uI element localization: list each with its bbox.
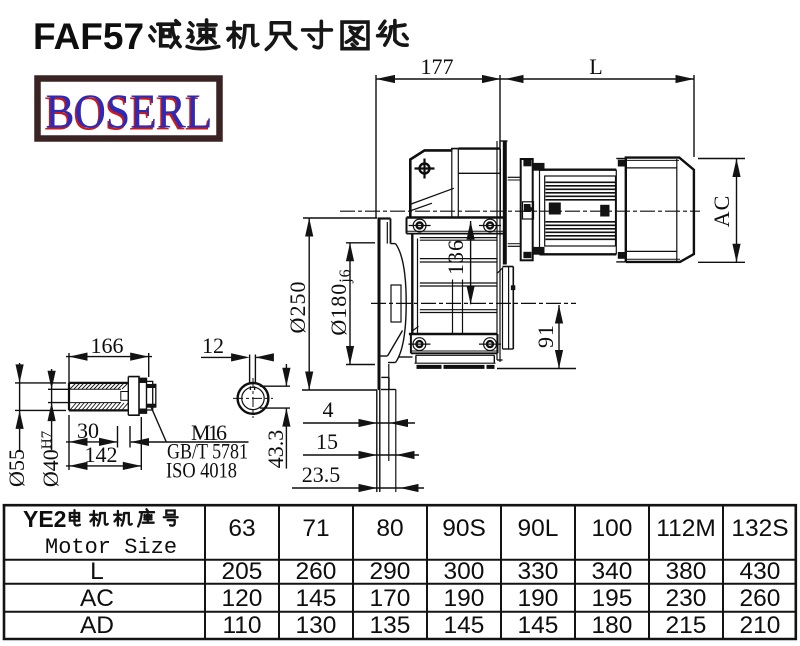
svg-text:190: 190: [518, 585, 559, 612]
svg-text:BOSERL: BOSERL: [44, 86, 211, 141]
svg-text:145: 145: [518, 612, 559, 639]
svg-text:215: 215: [666, 612, 707, 639]
svg-text:4: 4: [323, 397, 334, 422]
svg-text:AD: AD: [80, 612, 114, 639]
svg-text:ISO 4018: ISO 4018: [166, 458, 237, 483]
svg-text:L: L: [90, 558, 104, 585]
svg-text:23.5: 23.5: [302, 462, 341, 487]
svg-text:430: 430: [740, 558, 781, 585]
svg-text:91: 91: [533, 324, 558, 348]
svg-text:BOSERL: BOSERL: [46, 84, 213, 139]
svg-text:145: 145: [296, 585, 337, 612]
svg-text:210: 210: [740, 612, 781, 639]
svg-text:142: 142: [85, 442, 118, 467]
svg-text:290: 290: [370, 558, 411, 585]
svg-text:135: 135: [370, 612, 411, 639]
svg-text:FAF57: FAF57: [33, 16, 144, 57]
svg-text:71: 71: [302, 515, 329, 542]
svg-text:M16: M16: [191, 420, 227, 445]
svg-text:30: 30: [77, 418, 99, 443]
svg-text:Ø40H7: Ø40H7: [38, 430, 63, 487]
svg-text:145: 145: [444, 612, 485, 639]
svg-text:136: 136: [443, 239, 468, 275]
svg-text:100: 100: [592, 515, 633, 542]
svg-text:260: 260: [296, 558, 337, 585]
svg-text:AC: AC: [709, 195, 734, 228]
svg-text:340: 340: [592, 558, 633, 585]
svg-text:170: 170: [370, 585, 411, 612]
svg-text:195: 195: [592, 585, 633, 612]
svg-text:80: 80: [376, 515, 403, 542]
svg-text:110: 110: [222, 612, 261, 639]
svg-text:63: 63: [228, 515, 255, 542]
svg-text:GB/T 5781: GB/T 5781: [167, 439, 248, 464]
svg-text:Ø250: Ø250: [285, 281, 310, 334]
svg-text:300: 300: [444, 558, 485, 585]
svg-text:12: 12: [202, 333, 224, 358]
svg-text:15: 15: [316, 429, 338, 454]
svg-text:AC: AC: [80, 585, 114, 612]
svg-text:190: 190: [444, 585, 485, 612]
svg-text:L: L: [589, 54, 602, 79]
svg-text:260: 260: [740, 585, 781, 612]
svg-text:205: 205: [222, 558, 263, 585]
svg-text:90S: 90S: [442, 515, 486, 542]
svg-text:230: 230: [666, 585, 707, 612]
svg-text:132S: 132S: [731, 515, 788, 542]
svg-text:Motor Size: Motor Size: [45, 535, 177, 560]
svg-text:YE2: YE2: [23, 506, 66, 532]
svg-text:43.3: 43.3: [263, 430, 288, 469]
svg-text:330: 330: [518, 558, 559, 585]
svg-text:130: 130: [296, 612, 337, 639]
svg-text:180: 180: [592, 612, 633, 639]
svg-text:90L: 90L: [518, 515, 559, 542]
svg-text:380: 380: [666, 558, 707, 585]
svg-text:112M: 112M: [656, 515, 715, 542]
svg-text:177: 177: [421, 54, 454, 79]
svg-text:Ø180j6: Ø180j6: [326, 268, 354, 335]
svg-text:166: 166: [91, 333, 124, 358]
svg-text:120: 120: [222, 585, 263, 612]
svg-text:Ø55: Ø55: [4, 449, 29, 487]
